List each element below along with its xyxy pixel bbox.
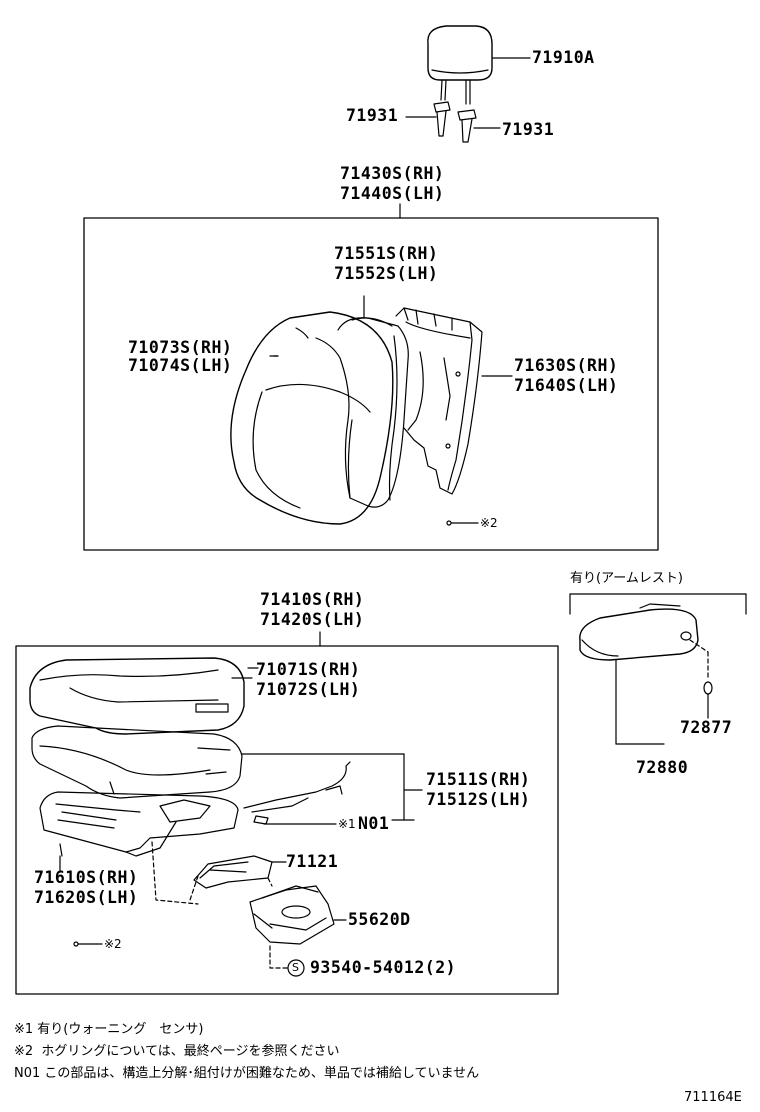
cushion-frame-lh-label[interactable]: 71620S(LH) [34, 888, 139, 907]
cushion-box [15, 631, 559, 995]
headrest-guide-left-label[interactable]: 71931 [346, 106, 399, 125]
cup-holder-label[interactable]: 55620D [348, 910, 411, 929]
armrest-assembly-label[interactable]: 72880 [636, 758, 689, 777]
cushion-pad-rh-label[interactable]: 71511S(RH) [426, 770, 531, 789]
diagram-code: 711164E [684, 1090, 742, 1105]
armrest-heading: 有り(アームレスト) [570, 571, 683, 586]
seatback-box [83, 203, 659, 551]
note-1: ※1 有り(ウォーニング センサ) [14, 1022, 204, 1037]
seatback-lh-label[interactable]: 71440S(LH) [340, 184, 445, 203]
cushion-cover-lh-label[interactable]: 71072S(LH) [256, 680, 361, 699]
shield-label[interactable]: 71121 [286, 852, 339, 871]
cushion-frame-rh-label[interactable]: 71610S(RH) [34, 868, 139, 887]
note-3: N01 この部品は、構造上分解･組付けが困難なため、単品では補給していません [14, 1066, 480, 1081]
note-2: ※2 ホグリングについては、最終ページを参照ください [14, 1044, 340, 1059]
cushion-cover-rh-label[interactable]: 71071S(RH) [256, 660, 361, 679]
seatback-cover-lh-label[interactable]: 71074S(LH) [128, 356, 233, 375]
sensor-part-label[interactable]: N01 [358, 814, 390, 833]
headrest-label[interactable]: 71910A [532, 48, 595, 67]
seatback-pad-lh-label[interactable]: 71552S(LH) [334, 264, 439, 283]
screw-label[interactable]: 93540-54012(2) [310, 958, 457, 977]
headrest-guide-right-label[interactable]: 71931 [502, 120, 555, 139]
armrest-illustration [569, 593, 747, 745]
cushion-rh-label[interactable]: 71410S(RH) [260, 590, 365, 609]
headrest-illustration [427, 25, 531, 105]
seatback-rh-label[interactable]: 71430S(RH) [340, 164, 445, 183]
headrest-guide-left-illustration [405, 101, 451, 137]
screw-symbol: S [292, 961, 299, 974]
cushion-lh-label[interactable]: 71420S(LH) [260, 610, 365, 629]
seatback-hog-ring-mark: ※2 [480, 516, 498, 530]
armrest-cap-label[interactable]: 72877 [680, 718, 733, 737]
seatback-cover-rh-label[interactable]: 71073S(RH) [128, 338, 233, 357]
headrest-guide-right-illustration [457, 109, 501, 143]
seatback-frame-rh-label[interactable]: 71630S(RH) [514, 356, 619, 375]
seatback-frame-lh-label[interactable]: 71640S(LH) [514, 376, 619, 395]
cushion-hog-ring-mark: ※2 [104, 937, 122, 951]
cushion-pad-lh-label[interactable]: 71512S(LH) [426, 790, 531, 809]
sensor-mark: ※1 [338, 817, 356, 831]
seatback-pad-rh-label[interactable]: 71551S(RH) [334, 244, 439, 263]
